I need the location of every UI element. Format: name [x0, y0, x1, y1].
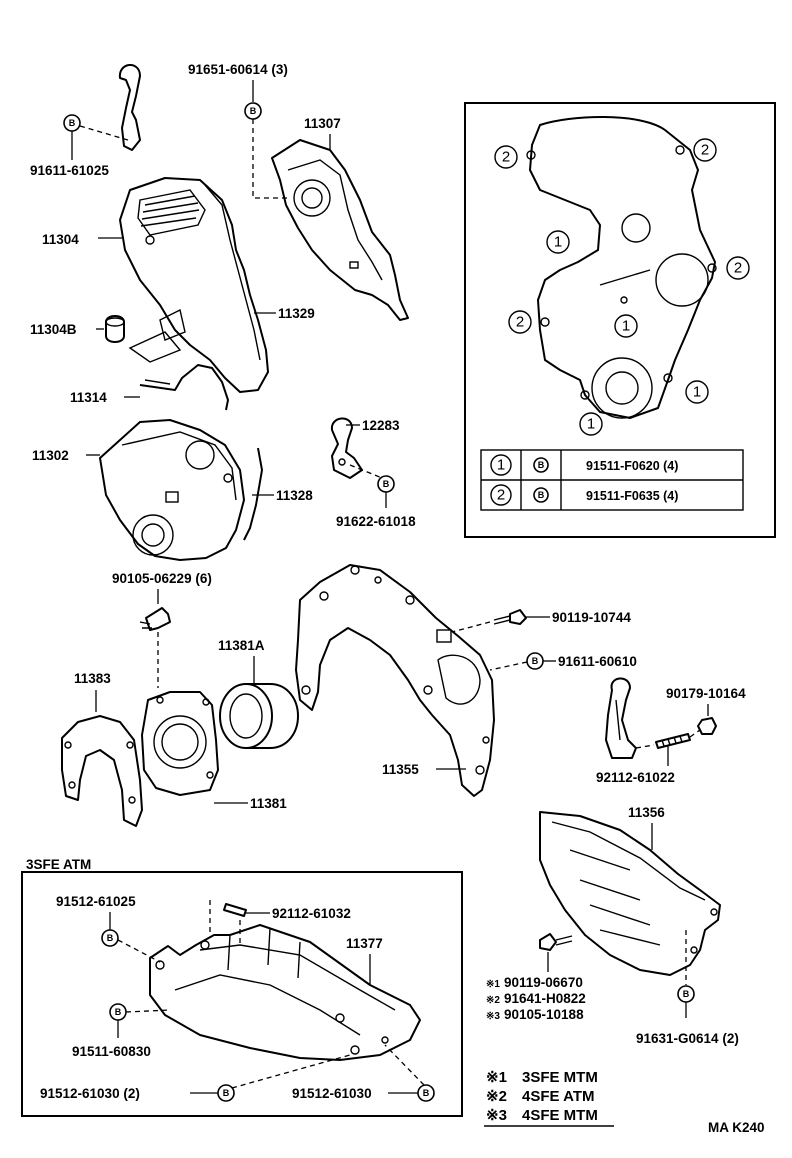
legend-text: 4SFE MTM — [522, 1107, 598, 1124]
label-11314: 11314 — [70, 390, 107, 405]
label-91611-61025: 91611-61025 — [30, 163, 109, 178]
label-91641-H0822: 91641-H0822 — [504, 991, 586, 1006]
inset-callout: 2 — [502, 149, 510, 166]
label-91512-61030-2: 91512-61030 (2) — [40, 1086, 140, 1101]
marker-1: ※1 — [486, 979, 500, 990]
inset-callout: 2 — [516, 314, 524, 331]
bolt-symbol: B — [250, 106, 257, 116]
bolt-symbol: B — [683, 989, 690, 999]
label-90119-06670: 90119-06670 — [504, 975, 583, 990]
legend-mark: ※1 — [486, 1069, 507, 1086]
legend-mark: ※2 — [486, 1088, 507, 1105]
label-91512-61030: 91512-61030 — [292, 1086, 372, 1101]
table-row-number: 1 — [497, 457, 505, 474]
part-11381A-oil-seal — [219, 683, 299, 749]
engine-legend: ※1 3SFE MTM ※2 4SFE ATM ※3 4SFE MTM — [484, 1069, 614, 1127]
inset-callout: 2 — [734, 260, 742, 277]
bolt-symbol: B — [423, 1088, 430, 1098]
label-91651-60614: 91651-60614 (3) — [188, 62, 288, 77]
label-90119-10744: 90119-10744 — [552, 610, 631, 625]
label-11381A: 11381A — [218, 638, 265, 653]
part-11304B-plug — [105, 315, 125, 343]
bolt-symbol: B — [383, 479, 390, 489]
label-11328: 11328 — [276, 488, 313, 503]
part-11356-cover — [539, 811, 721, 976]
part-11302-cover — [99, 419, 245, 561]
bolt-90119-06670 — [539, 933, 557, 951]
label-92112-61032: 92112-61032 — [272, 906, 351, 921]
label-12283: 12283 — [362, 418, 400, 433]
inset-callout: 1 — [622, 318, 630, 335]
part-11381-retainer — [141, 691, 219, 796]
label-11302: 11302 — [32, 448, 69, 463]
part-11307-cover — [271, 139, 409, 321]
label-11383: 11383 — [74, 671, 111, 686]
part-11314-gasket — [139, 364, 229, 411]
label-91611-60610: 91611-60610 — [558, 654, 637, 669]
bolt-symbol: B — [538, 460, 545, 470]
part-11377-plate — [149, 924, 421, 1061]
table-part-number: 91511-F0635 (4) — [586, 489, 678, 503]
label-11355: 11355 — [382, 762, 419, 777]
bolt-symbol: B — [532, 656, 539, 666]
bolt-symbol: B — [223, 1088, 230, 1098]
marker-2: ※2 — [486, 995, 500, 1006]
label-90105-10188: 90105-10188 — [504, 1007, 584, 1022]
label-11307: 11307 — [304, 116, 341, 131]
legend-text: 4SFE ATM — [522, 1088, 595, 1105]
label-11356: 11356 — [628, 805, 665, 820]
bolt-symbol: B — [69, 118, 76, 128]
label-11304B: 11304B — [30, 322, 77, 337]
label-11381: 11381 — [250, 796, 287, 811]
bolt-location-inset: 2 2 1 2 2 1 1 1 1 B 91511-F0620 (4) 2 B … — [464, 102, 776, 538]
hook-bracket — [118, 64, 141, 151]
nut-90179-10164 — [697, 717, 717, 735]
stud-92112-61032 — [223, 903, 247, 917]
part-11383-gasket — [61, 715, 143, 827]
label-11329: 11329 — [278, 306, 315, 321]
bolt-symbol: B — [115, 1007, 122, 1017]
part-11328-gasket — [243, 447, 263, 541]
label-90179-10164: 90179-10164 — [666, 686, 746, 701]
table-part-number: 91511-F0620 (4) — [586, 459, 678, 473]
stud-92112-61022 — [655, 733, 691, 749]
legend-text: 3SFE MTM — [522, 1069, 598, 1086]
table-row-number: 2 — [497, 487, 505, 504]
part-11304-cover — [119, 177, 269, 393]
legend-mark: ※3 — [486, 1107, 507, 1124]
bolt-symbol: B — [538, 490, 545, 500]
inset-callout: 1 — [693, 384, 701, 401]
label-91631-G0614: 91631-G0614 (2) — [636, 1031, 739, 1046]
bolt-90105-06229 — [145, 607, 171, 631]
inset-callout: 2 — [701, 142, 709, 159]
inset-callout: 1 — [554, 234, 562, 251]
inset-callout: 1 — [587, 416, 595, 433]
part-11355-case — [295, 564, 495, 797]
label-92112-61022: 92112-61022 — [596, 770, 675, 785]
atm-box-title: 3SFE ATM — [26, 857, 91, 872]
label-91622-61018: 91622-61018 — [336, 514, 416, 529]
label-11304: 11304 — [42, 232, 79, 247]
bolt-symbol: B — [107, 933, 114, 943]
label-90105-06229: 90105-06229 (6) — [112, 571, 212, 586]
marker-3: ※3 — [486, 1011, 500, 1022]
label-11377: 11377 — [346, 936, 383, 951]
diagram-reference: MA K240 — [708, 1120, 765, 1135]
label-91512-61025: 91512-61025 — [56, 894, 136, 909]
bolt-90119-10744 — [509, 609, 527, 625]
part-12283-bracket — [330, 417, 363, 479]
atm-inset-box: 3SFE ATM 91512-61025 B 92112-61032 11377… — [21, 857, 463, 1117]
part-engine-mount-bracket — [605, 677, 637, 759]
label-91511-60830: 91511-60830 — [72, 1044, 151, 1059]
